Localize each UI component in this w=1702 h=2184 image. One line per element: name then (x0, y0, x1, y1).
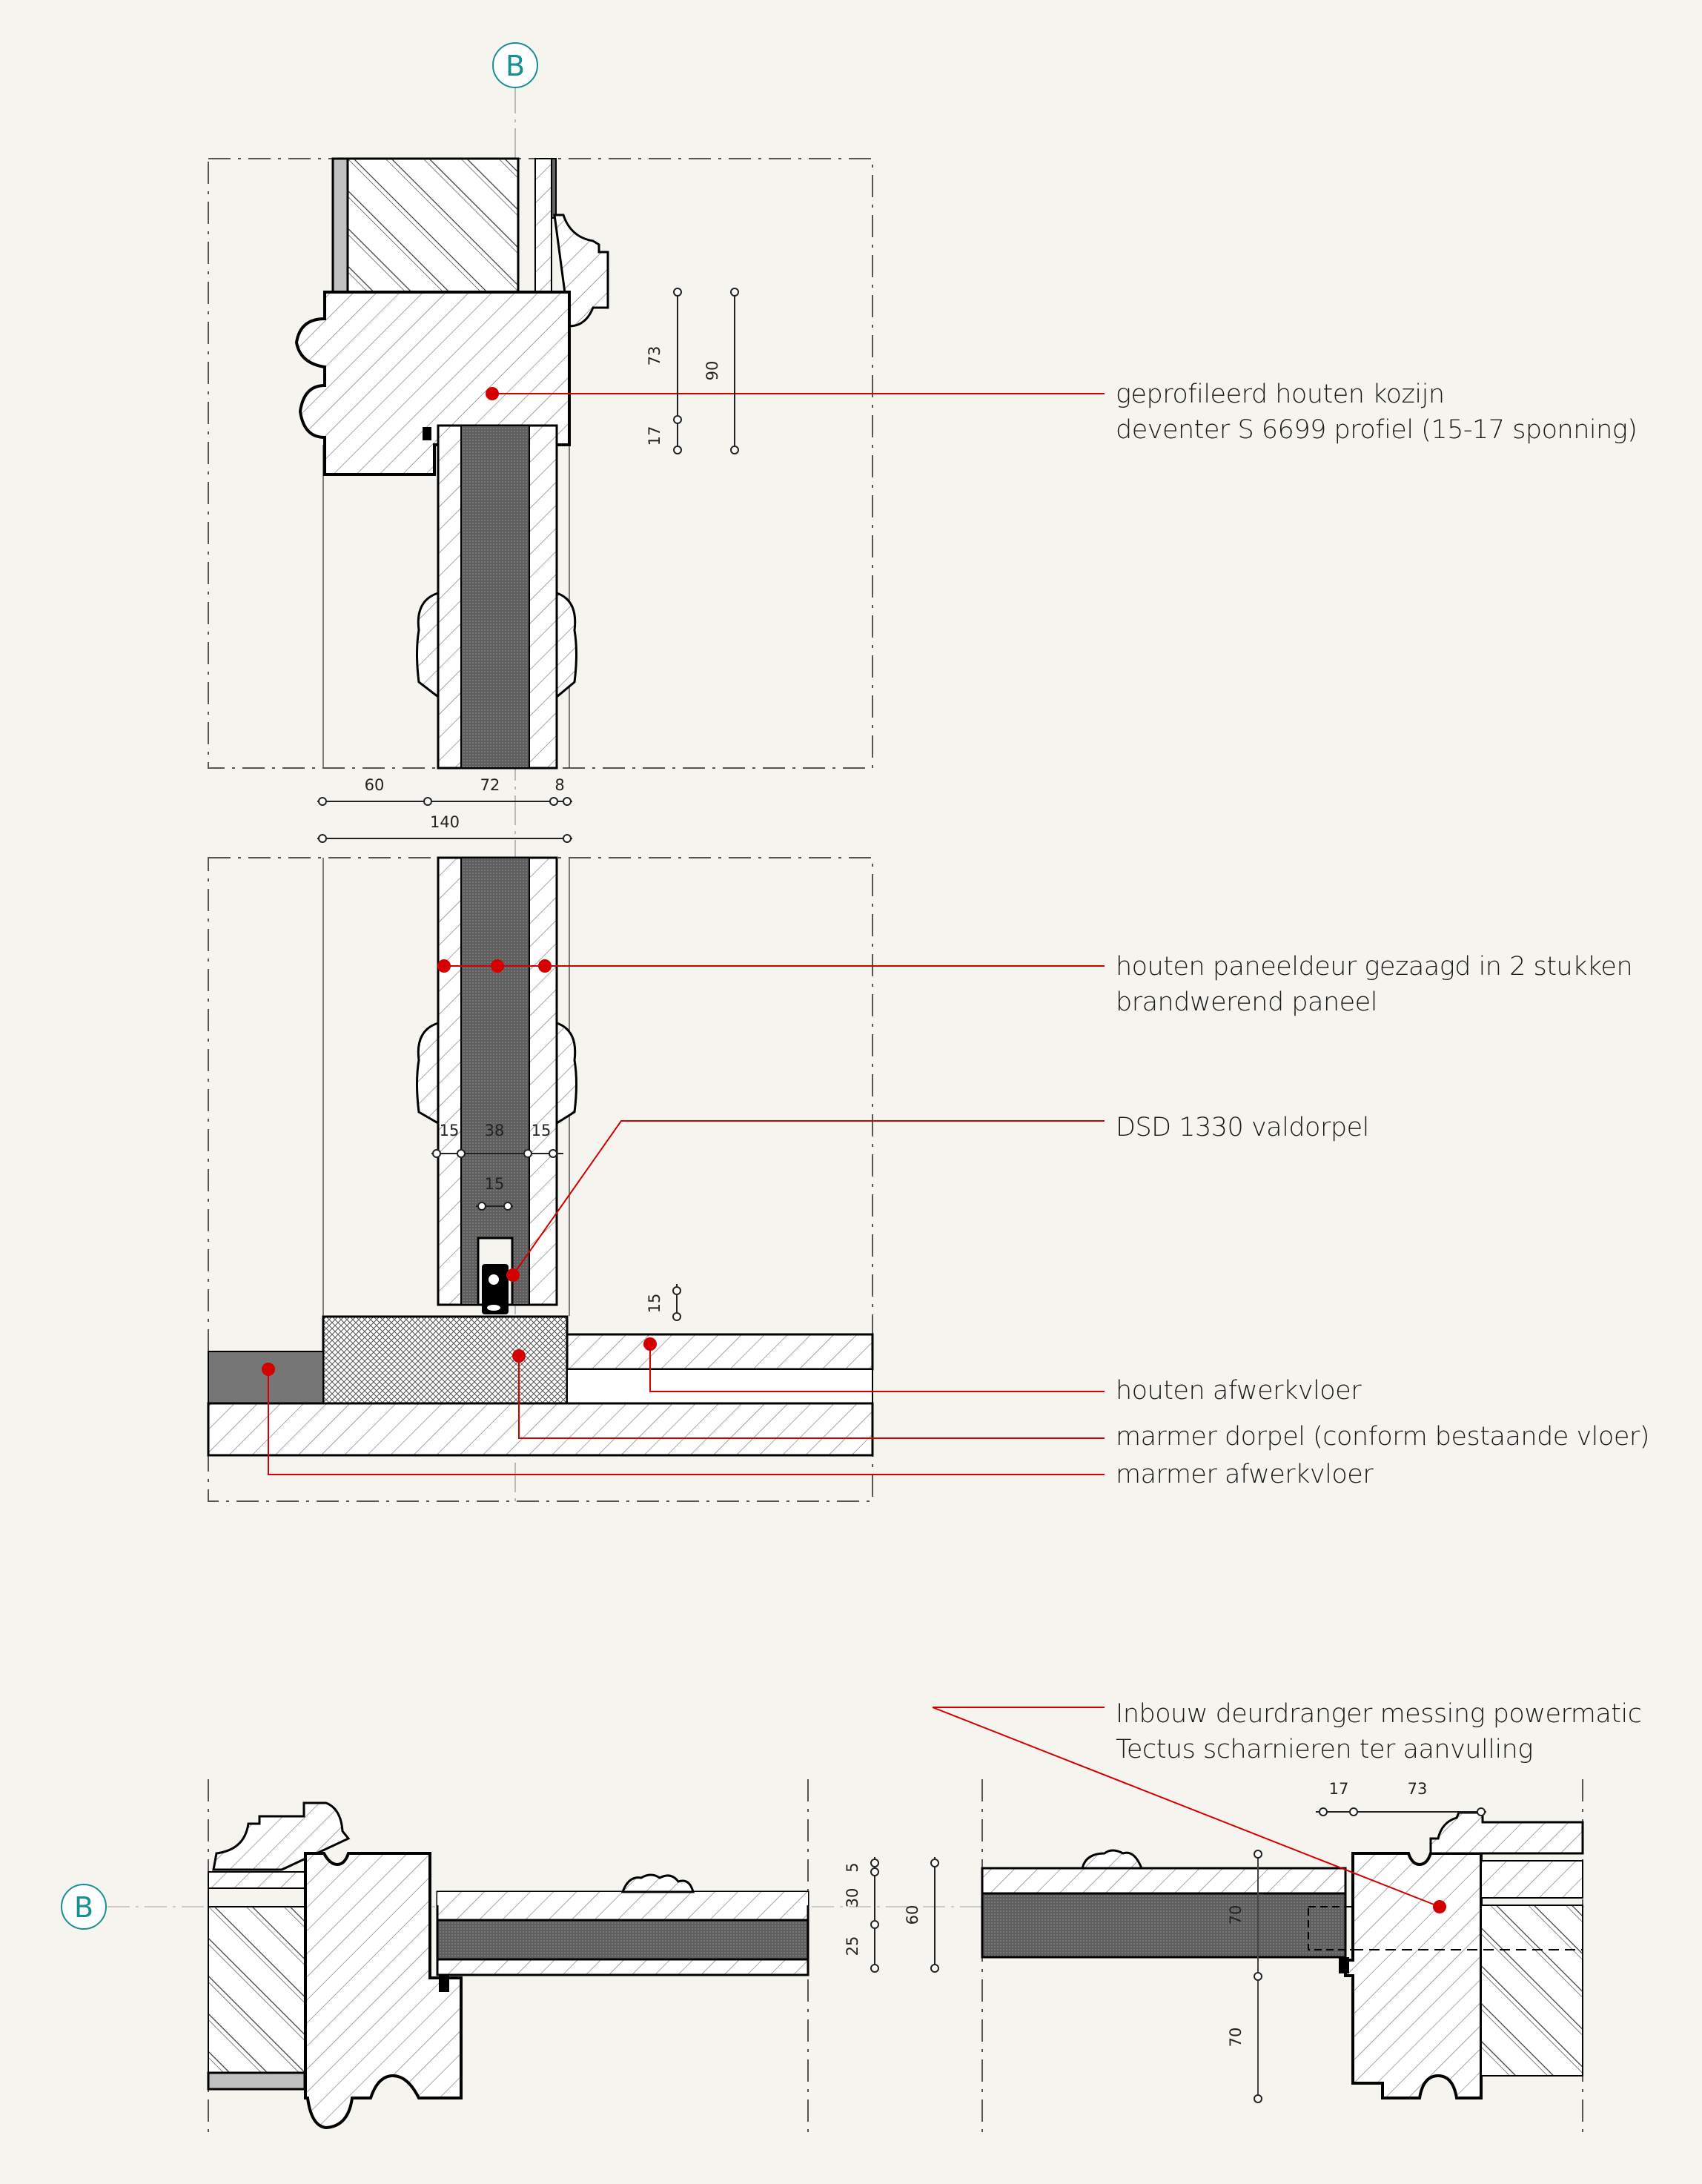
plan-left (207, 1779, 809, 2135)
label-valdorpel: DSD 1330 valdorpel (1116, 1110, 1369, 1145)
label-marmer-dorpel: marmer dorpel (conform bestaande vloer) (1116, 1419, 1649, 1455)
label-kozijn: geprofileerd houten kozijn deventer S 66… (1116, 377, 1638, 448)
dim-30: 30 (844, 1888, 861, 1908)
dim-frame-height: 73 17 90 (646, 288, 739, 454)
label-houten-vloer: houten afwerkvloer (1116, 1373, 1362, 1409)
leader-deurdranger (932, 1707, 1446, 1913)
dim-17: 17 (646, 426, 663, 446)
leader-valdorpel (506, 1120, 1105, 1282)
dim-width-row: 60 72 8 140 (317, 776, 572, 843)
dim-17-plan: 17 (1329, 1780, 1349, 1798)
label-paneeldeur-line2: brandwerend paneel (1116, 987, 1377, 1017)
label-marmer-vloer: marmer afwerkvloer (1116, 1457, 1374, 1492)
dim-72: 72 (480, 776, 500, 794)
leader-paneeldeur (437, 959, 1105, 973)
dim-plan-left: 5 30 25 60 (844, 1857, 939, 1973)
dim-5: 5 (844, 1862, 861, 1872)
label-paneeldeur: houten paneeldeur gezaagd in 2 stukken b… (1116, 949, 1633, 1020)
dim-140: 140 (430, 813, 460, 831)
label-paneeldeur-line1: houten paneeldeur gezaagd in 2 stukken (1116, 952, 1633, 982)
label-marmer-vloer-line1: marmer afwerkvloer (1116, 1460, 1374, 1489)
dim-15-right: 15 (532, 1122, 552, 1139)
axis-b-label-left: B (74, 1891, 93, 1924)
dim-73-plan: 73 (1408, 1780, 1428, 1798)
dim-73: 73 (646, 346, 663, 366)
dim-15-threshold: 15 (646, 1294, 663, 1314)
label-marmer-dorpel-line1: marmer dorpel (conform bestaande vloer) (1116, 1422, 1649, 1452)
dim-25: 25 (844, 1936, 861, 1956)
leader-marmer-vloer (262, 1363, 1105, 1475)
label-deurdranger-line2: Tectus scharnieren ter aanvulling (1116, 1735, 1533, 1764)
section-bottom (207, 856, 874, 1502)
plan-right (981, 1779, 1584, 2135)
leader-kozijn (486, 387, 1105, 400)
dim-plan-right: 17 73 70 70 (1227, 1780, 1486, 2103)
label-houten-vloer-line1: houten afwerkvloer (1116, 1376, 1362, 1406)
dim-60-plan: 60 (904, 1905, 921, 1925)
dim-15-gap: 15 (485, 1175, 505, 1193)
dim-38: 38 (485, 1122, 505, 1139)
dim-door-thickness: 15 38 15 15 (431, 1122, 563, 1211)
leader-marmer-dorpel (512, 1349, 1105, 1439)
dim-8: 8 (554, 776, 564, 794)
label-kozijn-line1: geprofileerd houten kozijn (1116, 380, 1445, 409)
axis-b-label-top: B (506, 50, 525, 82)
dim-70-lower: 70 (1227, 2028, 1245, 2048)
dim-70-upper: 70 (1227, 1905, 1245, 1925)
section-top (208, 157, 873, 770)
dim-60: 60 (365, 776, 385, 794)
leader-houten-vloer (643, 1337, 1105, 1392)
label-kozijn-line2: deventer S 6699 profiel (15-17 sponning) (1116, 415, 1638, 445)
label-deurdranger: Inbouw deurdranger messing powermatic Te… (1116, 1696, 1642, 1767)
label-valdorpel-line1: DSD 1330 valdorpel (1116, 1113, 1369, 1142)
label-deurdranger-line1: Inbouw deurdranger messing powermatic (1116, 1699, 1642, 1729)
dim-90: 90 (703, 361, 721, 381)
dim-threshold: 15 (646, 1284, 681, 1321)
dim-15-left: 15 (440, 1122, 460, 1139)
